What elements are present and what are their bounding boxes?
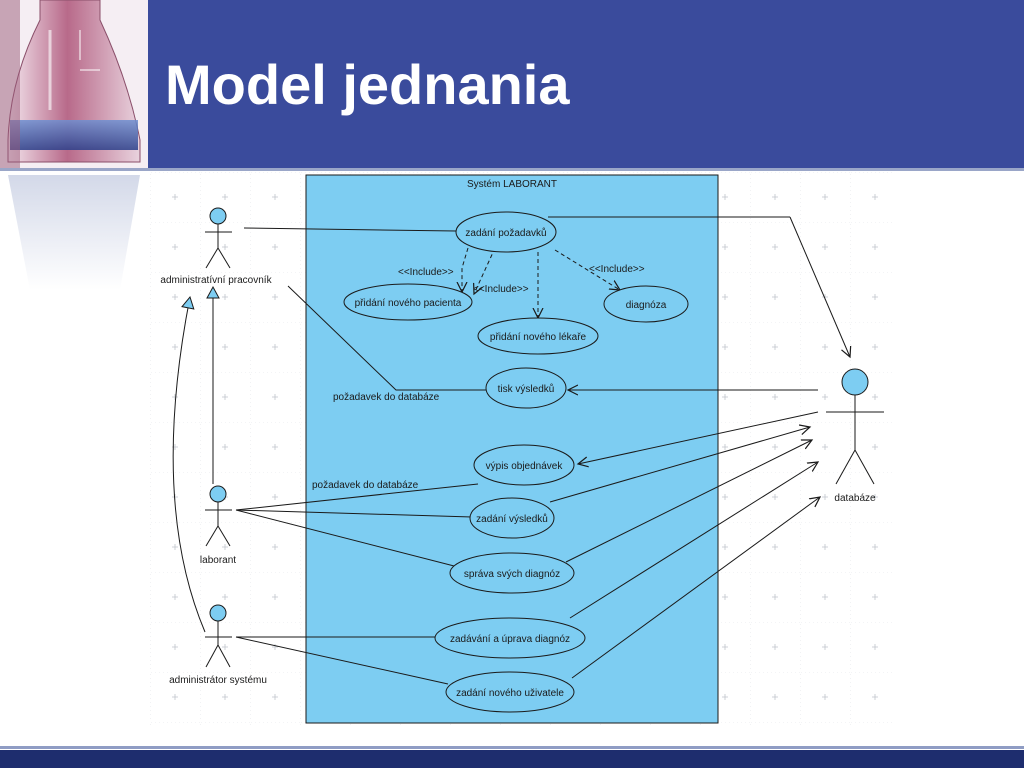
actor-laborant[interactable]: laborant bbox=[200, 485, 236, 566]
include-label-1: <<Include>> bbox=[398, 267, 454, 278]
use-case-zadavani-uprava[interactable]: zadávání a úprava diagnóz bbox=[434, 617, 586, 659]
svg-text:administratívní pracovník: administratívní pracovník bbox=[160, 275, 272, 286]
include-label-2: <<Include>> bbox=[473, 284, 529, 295]
use-case-tisk-vysledku[interactable]: tisk výsledků bbox=[485, 367, 567, 409]
svg-text:přidání nového pacienta: přidání nového pacienta bbox=[355, 298, 462, 309]
use-case-pridani-pacienta[interactable]: přidání nového pacienta bbox=[343, 283, 473, 321]
use-case-zadani-uzivatele[interactable]: zadání nového uživatele bbox=[445, 671, 575, 713]
svg-text:zadání požadavků: zadání požadavků bbox=[465, 227, 546, 239]
use-case-zadani-vysledku[interactable]: zadání výsledků bbox=[469, 497, 555, 539]
use-case-diagram: Systém LABORANT <<Include>> <<Include>> … bbox=[150, 172, 892, 727]
footer-bar bbox=[0, 750, 1024, 768]
include-label-3: <<Include>> bbox=[589, 264, 645, 275]
svg-text:laborant: laborant bbox=[200, 555, 236, 566]
use-case-diagnoza[interactable]: diagnóza bbox=[603, 285, 689, 323]
association-lines bbox=[235, 216, 790, 685]
svg-text:výpis objednávek: výpis objednávek bbox=[486, 461, 564, 472]
use-case-pridani-lekare[interactable]: přidání nového lékaře bbox=[477, 317, 599, 355]
svg-text:databáze: databáze bbox=[834, 493, 876, 504]
footer-divider bbox=[0, 746, 1024, 749]
actor-admin-systemu[interactable]: administrátor systému bbox=[169, 604, 267, 686]
flask-illustration bbox=[0, 0, 148, 290]
actor-databaze[interactable]: databáze bbox=[826, 368, 884, 504]
svg-text:přidání nového lékaře: přidání nového lékaře bbox=[490, 332, 587, 343]
system-title: Systém LABORANT bbox=[467, 179, 557, 190]
header-divider bbox=[0, 168, 1024, 171]
svg-text:administrátor systému: administrátor systému bbox=[169, 675, 267, 686]
svg-text:zadání nového uživatele: zadání nového uživatele bbox=[456, 688, 564, 699]
slide-header bbox=[0, 0, 1024, 171]
svg-text:diagnóza: diagnóza bbox=[626, 300, 667, 311]
actor-admin-pracovnik[interactable]: administratívní pracovník bbox=[160, 207, 273, 286]
svg-text:zadání výsledků: zadání výsledků bbox=[476, 513, 548, 525]
svg-text:správa svých diagnóz: správa svých diagnóz bbox=[464, 569, 560, 580]
header-band bbox=[148, 0, 1024, 168]
use-case-zadani-pozadavku[interactable]: zadání požadavků bbox=[455, 211, 557, 253]
svg-text:zadávání a úprava diagnóz: zadávání a úprava diagnóz bbox=[450, 634, 570, 645]
svg-text:tisk výsledků: tisk výsledků bbox=[498, 383, 555, 395]
use-case-vypis-objednavek[interactable]: výpis objednávek bbox=[473, 444, 575, 486]
note-pozadavek-1: požadavek do databáze bbox=[333, 392, 440, 403]
slide-title: Model jednania bbox=[165, 53, 570, 116]
note-pozadavek-2: požadavek do databáze bbox=[312, 480, 419, 491]
use-case-sprava-diagnoz[interactable]: správa svých diagnóz bbox=[449, 552, 575, 594]
